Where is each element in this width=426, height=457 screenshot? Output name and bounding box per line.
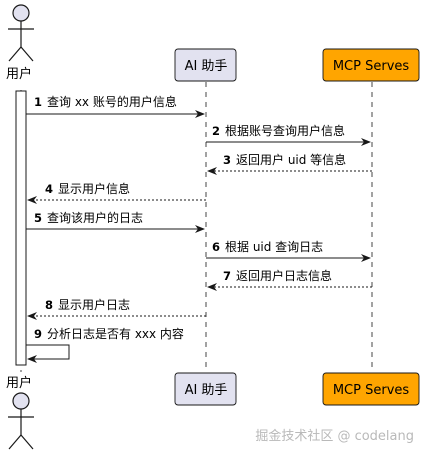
- message-5-number: 5: [34, 211, 42, 225]
- message-7-number: 7: [223, 269, 231, 283]
- message-8: 8 显示用户日志: [27, 297, 206, 320]
- participant-ai-bottom-label: AI 助手: [185, 383, 228, 398]
- message-2-number: 2: [212, 124, 220, 138]
- participant-mcp-bottom: MCP Serves: [322, 372, 420, 406]
- actor-user-bottom-label: 用户: [6, 375, 32, 391]
- message-4: 4 显示用户信息: [27, 181, 206, 204]
- message-5-label: 查询该用户的日志: [47, 210, 143, 225]
- message-9-number: 9: [34, 327, 42, 341]
- message-2: 2 根据账号查询用户信息: [206, 123, 371, 146]
- activation-bar-user: [15, 90, 27, 366]
- actor-user-bottom: 用户: [6, 375, 34, 450]
- message-3-label: 返回用户 uid 等信息: [236, 152, 346, 167]
- message-7-label: 返回用户日志信息: [236, 268, 332, 283]
- message-4-number: 4: [45, 182, 53, 196]
- message-1: 1 查询 xx 账号的用户信息: [26, 94, 205, 118]
- message-6-number: 6: [212, 240, 220, 254]
- message-6-label: 根据 uid 查询日志: [225, 240, 323, 254]
- message-1-label: 查询 xx 账号的用户信息: [47, 94, 177, 109]
- message-6: 6 根据 uid 查询日志: [206, 240, 371, 262]
- message-9-label: 分析日志是否有 xxx 内容: [47, 326, 184, 341]
- message-8-label: 显示用户日志: [58, 297, 130, 312]
- participant-ai-bottom: AI 助手: [174, 372, 237, 406]
- message-1-number: 1: [34, 95, 42, 109]
- message-3: 3 返回用户 uid 等信息: [207, 152, 372, 175]
- participant-mcp-bottom-label: MCP Serves: [333, 383, 410, 398]
- message-5: 5 查询该用户的日志: [26, 210, 205, 233]
- message-8-number: 8: [45, 298, 53, 312]
- participant-ai-top-label: AI 助手: [185, 59, 228, 74]
- message-3-number: 3: [223, 153, 231, 167]
- participant-mcp-top: MCP Serves: [322, 48, 420, 82]
- actor-user-top: 用户: [6, 4, 34, 82]
- message-7: 7 返回用户日志信息: [207, 268, 372, 291]
- participant-ai-top: AI 助手: [174, 48, 237, 82]
- stick-figure-icon: [8, 392, 34, 450]
- participant-mcp-top-label: MCP Serves: [333, 59, 410, 74]
- message-4-label: 显示用户信息: [58, 181, 130, 196]
- message-2-label: 根据账号查询用户信息: [225, 123, 345, 138]
- actor-user-top-label: 用户: [6, 66, 32, 82]
- message-9: 9 分析日志是否有 xxx 内容: [26, 326, 184, 363]
- watermark: 掘金技术社区 @ codelang: [255, 428, 414, 444]
- stick-figure-icon: [8, 4, 34, 62]
